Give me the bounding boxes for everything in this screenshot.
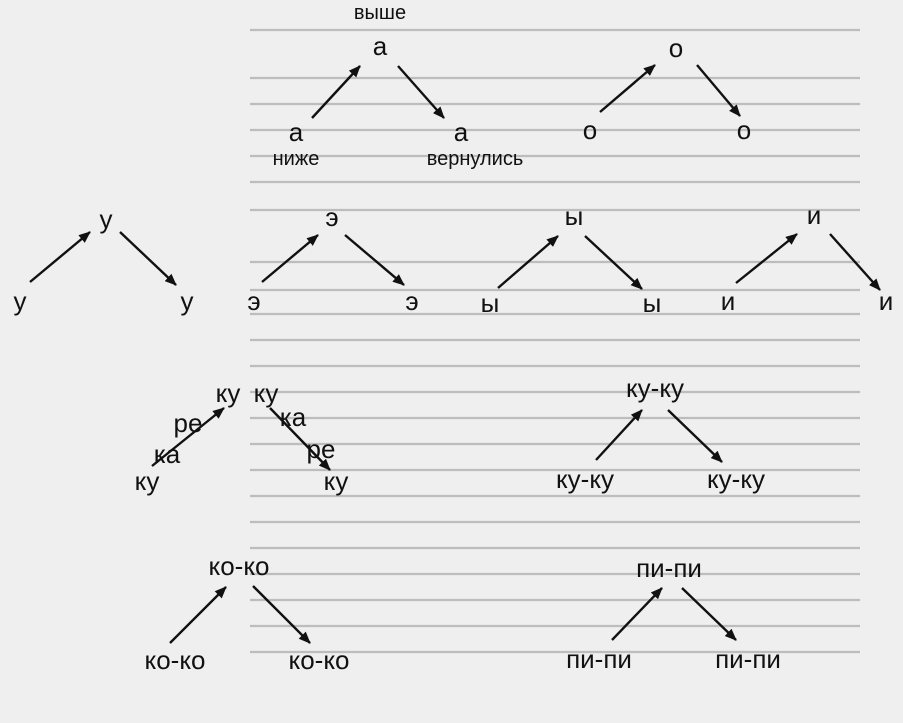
syllable-peak: ку-ку <box>626 373 684 403</box>
diagram-a: выше а а ниже а вернулись <box>273 2 524 170</box>
syllable-down-1: ку <box>254 378 279 408</box>
syllable-end: э <box>405 286 418 316</box>
syllable-start: о <box>583 115 597 145</box>
syllable-end: ко-ко <box>289 645 350 675</box>
diagram-u: у у у <box>14 204 194 316</box>
arrow-e-fall <box>344 234 405 286</box>
note-above: выше <box>354 2 406 24</box>
syllable-up-4: ку <box>216 378 241 408</box>
syllable-end: у <box>181 286 194 316</box>
syllable-peak: у <box>100 204 113 234</box>
syllable-peak: ко-ко <box>209 551 270 581</box>
syllable-end: пи-пи <box>715 644 781 674</box>
arrow-o-fall <box>696 64 741 117</box>
syllable-end: о <box>737 115 751 145</box>
syllable-start: а <box>289 117 304 147</box>
arrow-kuku-fall <box>667 409 723 463</box>
syllable-up-1: ку <box>135 466 160 496</box>
diagram-i: и и и <box>721 200 894 316</box>
syllable-up-3: ре <box>174 408 203 438</box>
syllable-start: ко-ко <box>145 645 206 675</box>
arrow-koko-fall <box>252 585 311 644</box>
syllable-up-2: ка <box>154 439 181 469</box>
arrow-pipi-rise <box>611 587 663 641</box>
arrow-u-fall <box>119 231 177 286</box>
syllable-down-3: ре <box>307 434 336 464</box>
syllable-peak: а <box>373 31 388 61</box>
syllable-start: ы <box>481 288 500 318</box>
bleed-through-lines <box>250 28 860 654</box>
arrow-koko-rise <box>169 586 227 644</box>
arrow-pipi-fall <box>681 587 737 641</box>
arrow-o-rise <box>599 64 656 113</box>
arrow-e-rise <box>261 234 319 283</box>
diagram-e: э э э <box>247 202 418 316</box>
note-returned: вернулись <box>427 148 524 170</box>
syllable-end: ку-ку <box>707 464 765 494</box>
syllable-peak: э <box>325 202 338 232</box>
syllable-peak: и <box>807 200 822 230</box>
diagram-kukareku: ку ка ре ку ку ка ре ку <box>135 378 349 496</box>
arrow-kukareku-rise <box>151 407 225 467</box>
diagram-kuku: ку-ку ку-ку ку-ку <box>556 373 765 494</box>
arrow-kuku-rise <box>595 409 643 461</box>
arrow-i-rise <box>735 233 798 284</box>
syllable-down-2: ка <box>280 402 307 432</box>
syllable-end: ы <box>643 288 662 318</box>
syllable-start: и <box>721 286 736 316</box>
arrow-y-rise <box>497 235 559 289</box>
syllable-end: а <box>454 117 469 147</box>
syllable-peak: пи-пи <box>636 553 702 583</box>
diagram-y: ы ы ы <box>481 201 662 318</box>
syllable-peak: о <box>669 33 683 63</box>
arrow-a-fall <box>397 65 445 119</box>
arrow-i-fall <box>829 233 881 291</box>
arrow-a-rise <box>311 65 361 119</box>
diagram-pipi: пи-пи пи-пи пи-пи <box>566 553 781 674</box>
syllable-start: пи-пи <box>566 644 632 674</box>
arrow-kukareku-fall <box>269 407 331 471</box>
syllable-end: и <box>879 286 894 316</box>
diagram-koko: ко-ко ко-ко ко-ко <box>145 551 350 675</box>
diagram-o: о о о <box>583 33 751 145</box>
syllable-start: э <box>247 286 260 316</box>
syllable-down-4: ку <box>324 466 349 496</box>
arrow-y-fall <box>584 235 643 290</box>
arrow-u-rise <box>29 231 91 283</box>
note-below: ниже <box>273 148 320 170</box>
pitch-arrows <box>29 64 881 644</box>
syllable-start: ку-ку <box>556 464 614 494</box>
syllable-start: у <box>14 286 27 316</box>
syllable-peak: ы <box>565 201 584 231</box>
